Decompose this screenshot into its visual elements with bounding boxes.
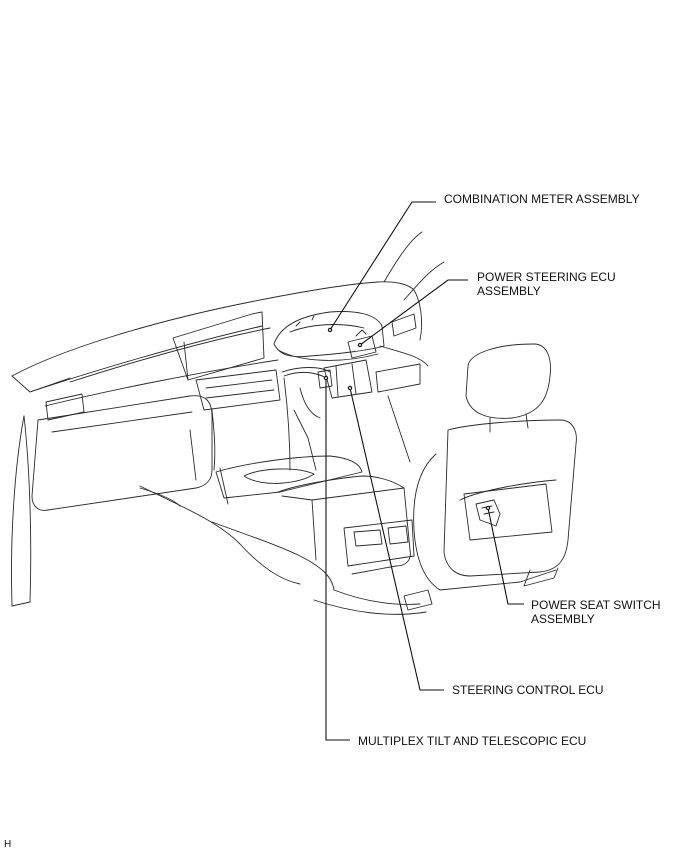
meter-hood <box>273 311 385 358</box>
dashboard-top <box>11 281 415 377</box>
leader-multiplex-tilt-ecu <box>323 375 350 741</box>
label-combination-meter: COMBINATION METER ASSEMBLY <box>444 192 640 206</box>
windshield-edge <box>383 231 423 283</box>
leader-steering-control-ecu <box>347 385 444 691</box>
power-seat-switch-shape <box>475 499 501 527</box>
glovebox <box>31 395 213 511</box>
label-power-steering-ecu-line2: ASSEMBLY <box>477 284 541 298</box>
label-power-steering-ecu-line1: POWER STEERING ECU <box>477 270 616 284</box>
label-steering-control-ecu: STEERING CONTROL ECU <box>452 683 604 697</box>
center-stack <box>195 369 281 411</box>
label-power-seat-switch-line2: ASSEMBLY <box>531 612 595 626</box>
rear-vent <box>343 519 415 567</box>
corner-mark: H <box>4 839 12 850</box>
headrest <box>465 343 551 419</box>
label-multiplex-tilt-ecu: MULTIPLEX TILT AND TELESCOPIC ECU <box>358 734 587 748</box>
steering-column <box>323 359 373 399</box>
label-power-seat-switch-line1: POWER SEAT SWITCH <box>531 598 661 612</box>
center-console <box>215 455 363 499</box>
leader-combination-meter <box>327 201 436 333</box>
leader-power-seat-switch <box>485 505 524 605</box>
seatback <box>443 419 577 577</box>
center-display <box>172 311 265 381</box>
leader-power-steering-ecu <box>357 279 468 348</box>
